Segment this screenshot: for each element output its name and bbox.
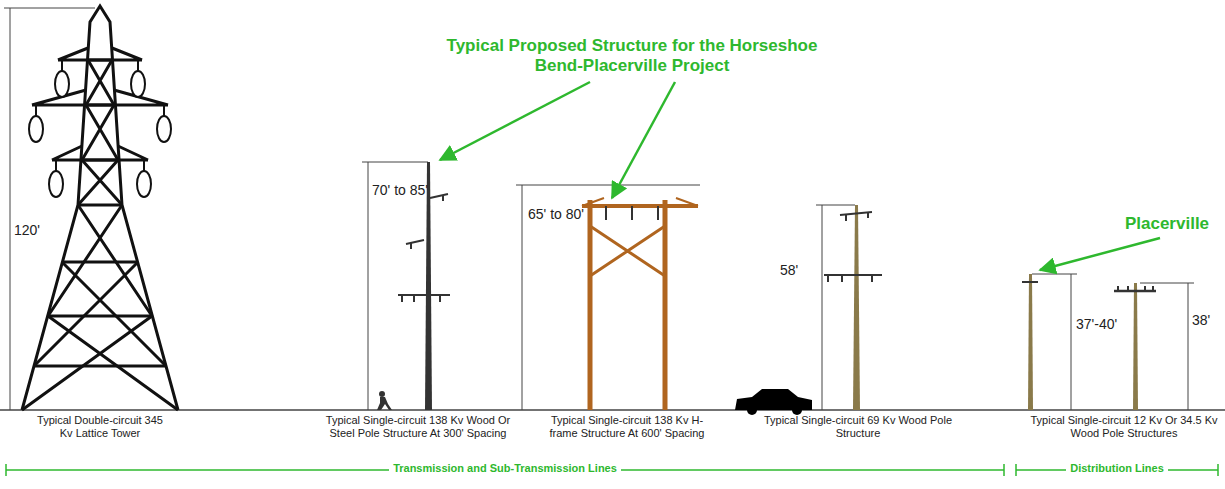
ground-line [0,409,1225,411]
structure-caption: Typical Single-circuit 12 Kv Or 34.5 Kv … [1029,414,1219,439]
bracket-label: Distribution Lines [1066,462,1168,475]
lattice-tower [22,6,178,410]
insulator [29,60,171,197]
wood-pole [824,205,882,410]
leader-arrow [440,82,1160,270]
insulator [606,206,658,220]
dimension-label: 70' to 85' [372,182,432,198]
wood-pole [398,162,450,410]
h-frame [582,198,698,410]
wood-pole [1022,274,1156,410]
dimension-label: 58' [780,262,818,278]
structure-caption: Typical Single-circuit 138 Kv Wood Or St… [313,414,523,439]
dimension-label: 65' to 80' [528,206,598,222]
dimension-label: 38' [1192,312,1222,328]
dimension-label: 37'-40' [1076,316,1130,332]
dimension-lines [4,8,1194,410]
bracket-label: Transmission and Sub-Transmission Lines [389,462,621,475]
structure-caption: Typical Double-circuit 345 Kv Lattice To… [30,414,170,439]
callout-heading: Typical Proposed Structure for the Horse… [442,36,822,75]
person [377,391,392,410]
structure-caption: Typical Single-circuit 69 Kv Wood Pole S… [758,414,958,439]
dimension-label: 120' [14,222,54,238]
structure-caption: Typical Single-circuit 138 Kv H-frame St… [537,414,717,439]
callout-label: Placerville [1112,214,1222,234]
